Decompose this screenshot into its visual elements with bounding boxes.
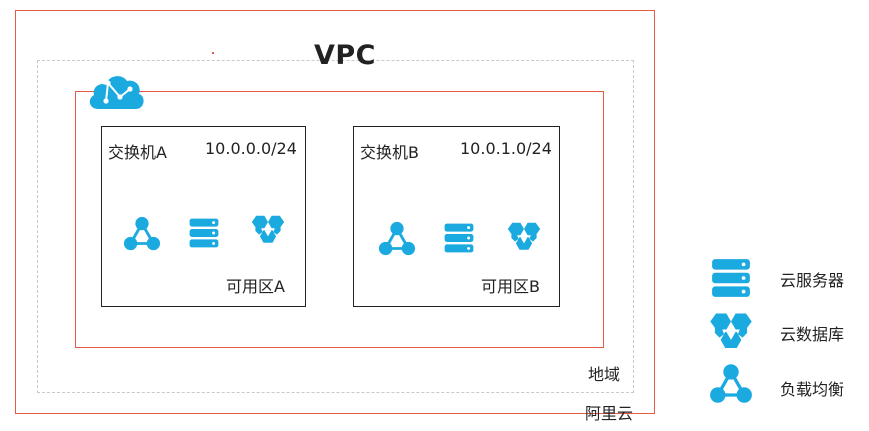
aliyun-boundary xyxy=(15,10,655,414)
marker-dot xyxy=(212,52,214,54)
vpc-cloud-icon xyxy=(89,76,144,109)
vpc-boundary xyxy=(75,91,604,348)
switch-b-cidr: 10.0.1.0/24 xyxy=(460,139,552,158)
switch-b-name: 交换机B xyxy=(360,143,419,162)
load-balancer-icon xyxy=(122,215,162,253)
server-icon xyxy=(188,217,220,249)
aliyun-label: 阿里云 xyxy=(585,404,634,423)
switch-a-name: 交换机A xyxy=(108,143,167,162)
vpc-title: VPC xyxy=(314,40,376,71)
legend-database-label: 云数据库 xyxy=(780,325,845,344)
database-icon xyxy=(250,213,286,249)
legend-database-icon xyxy=(706,310,756,356)
zone-b-label: 可用区B xyxy=(481,277,540,296)
region-label: 地域 xyxy=(588,365,621,384)
subnet-b-box xyxy=(353,126,560,307)
server-icon xyxy=(443,222,475,254)
load-balancer-icon xyxy=(377,220,417,258)
legend-server-icon xyxy=(708,257,754,299)
legend-server-label: 云服务器 xyxy=(780,271,845,290)
legend-load-balancer-icon xyxy=(708,362,754,406)
region-boundary xyxy=(37,60,634,393)
database-icon xyxy=(506,220,542,256)
zone-a-label: 可用区A xyxy=(226,277,285,296)
switch-a-cidr: 10.0.0.0/24 xyxy=(205,139,297,158)
legend-load-balancer-label: 负载均衡 xyxy=(780,380,845,399)
